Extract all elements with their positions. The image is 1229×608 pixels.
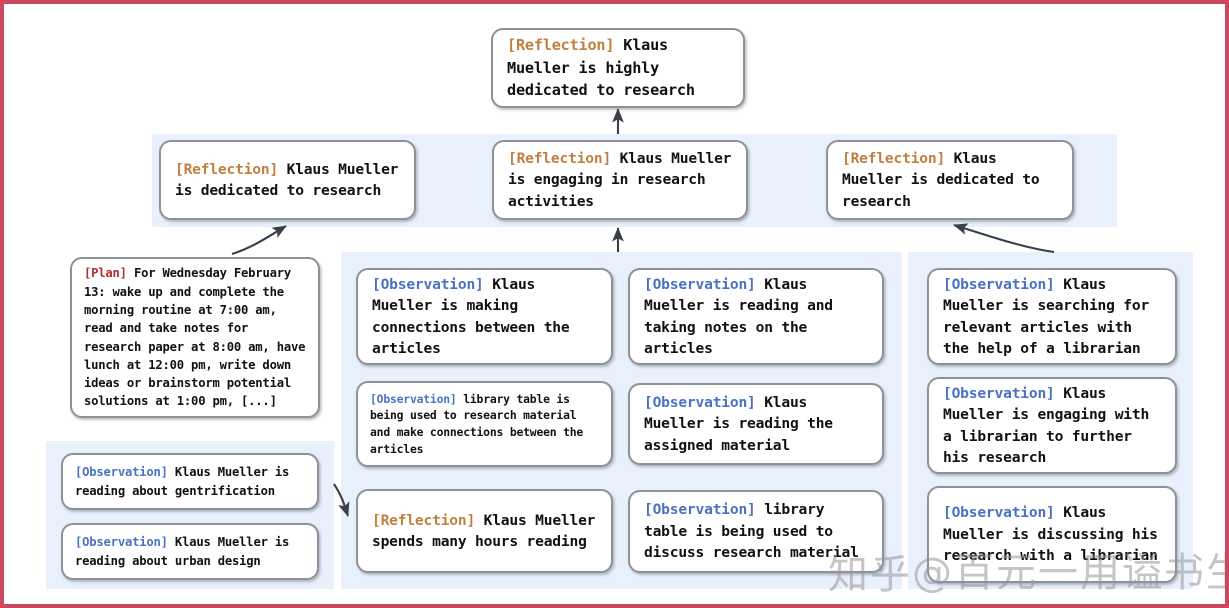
node-left-observation-1-text: Klaus Mueller is reading about gentrific… [75,465,290,498]
node-root-reflection-text: Klaus Mueller is highly dedicated to res… [507,36,695,100]
node-column-a-2[interactable]: [Observation] library table is being use… [356,381,613,467]
tag-observation: [Observation] [644,501,756,519]
node-left-observation-2[interactable]: [Observation] Klaus Mueller is reading a… [61,523,319,580]
node-column-c-1-text: Klaus Mueller is searching for relevant … [943,275,1150,358]
node-root-reflection[interactable]: [Reflection] Klaus Mueller is highly ded… [491,28,745,108]
node-column-c-3-text: Klaus Mueller is discussing his research… [943,504,1158,565]
node-column-b-3-text: library table is being used to discuss r… [644,501,859,562]
tag-observation: [Observation] [644,393,756,411]
node-column-a-1-text: Klaus Mueller is making connections betw… [372,275,570,358]
node-reflection-middle-text: Klaus Mueller is engaging in research ac… [508,149,732,210]
node-column-a-1[interactable]: [Observation] Klaus Mueller is making co… [356,268,613,365]
tag-reflection: [Reflection] [508,149,612,167]
node-reflection-right-text: Klaus Mueller is dedicated to research [842,149,1040,210]
node-column-a-2-text: library table is being used to research … [370,391,584,456]
tag-reflection: [Reflection] [175,160,279,178]
node-plan[interactable]: [Plan] For Wednesday February 13: wake u… [70,257,320,418]
node-reflection-left[interactable]: [Reflection] Klaus Mueller is dedicated … [159,140,416,220]
watermark-site: 知乎 [828,552,912,598]
node-reflection-middle[interactable]: [Reflection] Klaus Mueller is engaging i… [492,140,748,220]
tag-observation: [Observation] [943,275,1055,293]
node-reflection-left-text: Klaus Mueller is dedicated to research [175,160,399,200]
node-column-b-2-text: Klaus Mueller is reading the assigned ma… [644,393,833,454]
node-column-a-3[interactable]: [Reflection] Klaus Mueller spends many h… [356,489,613,573]
tag-observation: [Observation] [372,275,484,293]
node-column-c-3[interactable]: [Observation] Klaus Mueller is discussin… [927,486,1177,583]
tag-observation: [Observation] [75,535,168,550]
node-column-b-1[interactable]: [Observation] Klaus Mueller is reading a… [628,268,884,365]
node-column-c-1[interactable]: [Observation] Klaus Mueller is searching… [927,268,1177,365]
tag-reflection: [Reflection] [507,36,615,55]
node-column-c-2-text: Klaus Mueller is engaging with a librari… [943,384,1150,467]
node-left-observation-1[interactable]: [Observation] Klaus Mueller is reading a… [61,453,319,510]
tag-observation: [Observation] [644,275,756,293]
tag-observation: [Observation] [943,504,1055,522]
node-column-b-1-text: Klaus Mueller is reading and taking note… [644,275,833,358]
node-column-b-3[interactable]: [Observation] library table is being use… [628,490,884,573]
node-reflection-right[interactable]: [Reflection] Klaus Mueller is dedicated … [826,140,1074,220]
tag-plan: [Plan] [84,266,127,281]
tag-reflection: [Reflection] [372,511,476,529]
watermark-user: @百元一用谥书生 [912,550,1229,596]
tag-observation: [Observation] [370,391,457,406]
tag-observation: [Observation] [943,384,1055,402]
node-column-b-2[interactable]: [Observation] Klaus Mueller is reading t… [628,383,884,465]
node-left-observation-2-text: Klaus Mueller is reading about urban des… [75,535,290,568]
tag-reflection: [Reflection] [842,149,946,167]
node-column-a-3-text: Klaus Mueller spends many hours reading [372,511,596,551]
node-column-c-2[interactable]: [Observation] Klaus Mueller is engaging … [927,377,1177,474]
tag-observation: [Observation] [75,465,168,480]
node-plan-text: For Wednesday February 13: wake up and c… [84,266,306,409]
